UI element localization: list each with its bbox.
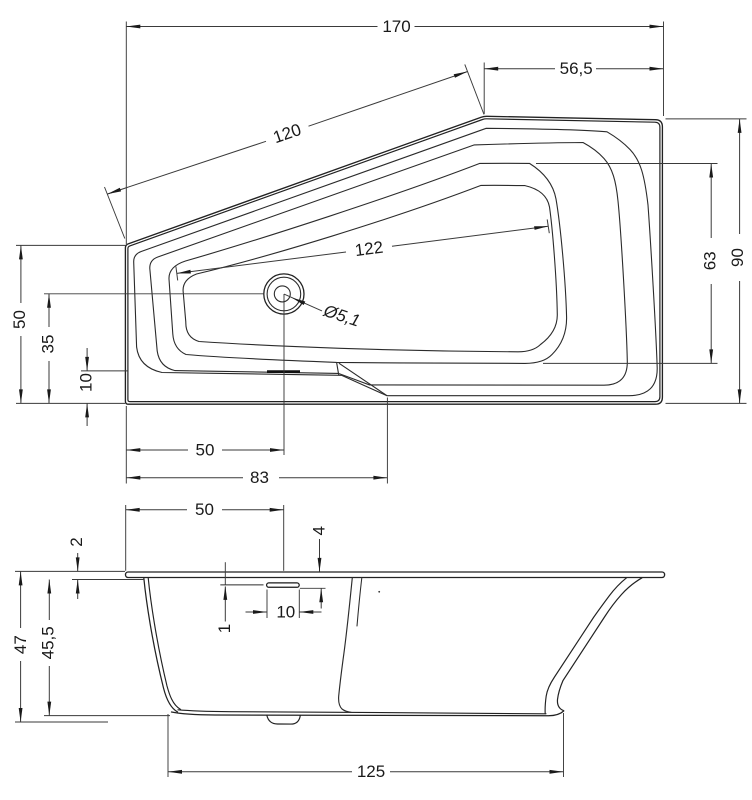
svg-text:125: 125 bbox=[357, 762, 385, 781]
svg-text:90: 90 bbox=[728, 248, 747, 267]
svg-text:1: 1 bbox=[215, 624, 234, 633]
svg-text:50: 50 bbox=[195, 500, 214, 519]
svg-text:47: 47 bbox=[11, 635, 30, 654]
svg-text:2: 2 bbox=[67, 537, 86, 546]
svg-text:10: 10 bbox=[276, 603, 295, 622]
svg-text:170: 170 bbox=[382, 17, 410, 36]
svg-text:50: 50 bbox=[196, 440, 215, 459]
svg-text:83: 83 bbox=[250, 468, 269, 487]
svg-text:45,5: 45,5 bbox=[39, 626, 58, 659]
svg-text:50: 50 bbox=[10, 310, 29, 329]
svg-text:10: 10 bbox=[76, 373, 95, 392]
svg-text:122: 122 bbox=[354, 238, 385, 260]
svg-text:63: 63 bbox=[700, 251, 719, 270]
svg-text:56,5: 56,5 bbox=[560, 59, 593, 78]
svg-text:4: 4 bbox=[309, 526, 328, 535]
svg-text:35: 35 bbox=[38, 335, 57, 354]
